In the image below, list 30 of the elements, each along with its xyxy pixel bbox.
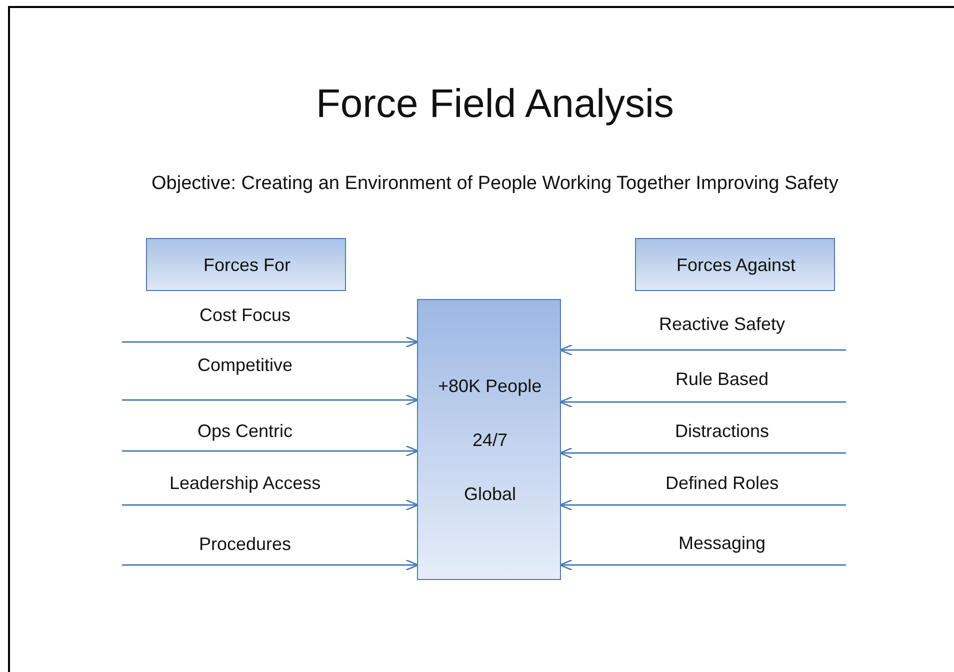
- edge-label: Defined Roles: [666, 473, 779, 494]
- arrow: [559, 344, 846, 356]
- edge-label: Competitive: [198, 355, 293, 376]
- arrow: [559, 499, 846, 511]
- arrow: [559, 559, 846, 571]
- edge-label: Reactive Safety: [659, 314, 786, 335]
- edge-label: Rule Based: [676, 369, 769, 390]
- arrow: [122, 499, 419, 511]
- arrow: [122, 445, 419, 457]
- objective-text: Objective: Creating an Environment of People Working Together Improving Safety: [152, 173, 838, 195]
- box-text: Forces Against: [676, 254, 796, 276]
- box-text: +80K People: [438, 376, 542, 396]
- arrow: [122, 394, 419, 406]
- arrow: [122, 559, 419, 571]
- box-text: Forces For: [204, 254, 291, 276]
- edge-label: Cost Focus: [200, 305, 291, 326]
- header-box: [146, 238, 346, 291]
- edge-label: Messaging: [678, 533, 766, 554]
- center-box: [417, 299, 561, 580]
- header-box: [635, 238, 835, 291]
- arrow: [559, 396, 846, 408]
- box-text: 24/7: [472, 430, 508, 450]
- arrow: [122, 336, 419, 348]
- arrow: [559, 447, 846, 459]
- title: Force Field Analysis: [316, 82, 674, 127]
- edge-label: Procedures: [199, 534, 292, 555]
- edge-label: Distractions: [675, 421, 770, 442]
- edge-label: Leadership Access: [170, 473, 321, 494]
- box-text: Global: [464, 484, 516, 504]
- edge-label: Ops Centric: [198, 421, 293, 442]
